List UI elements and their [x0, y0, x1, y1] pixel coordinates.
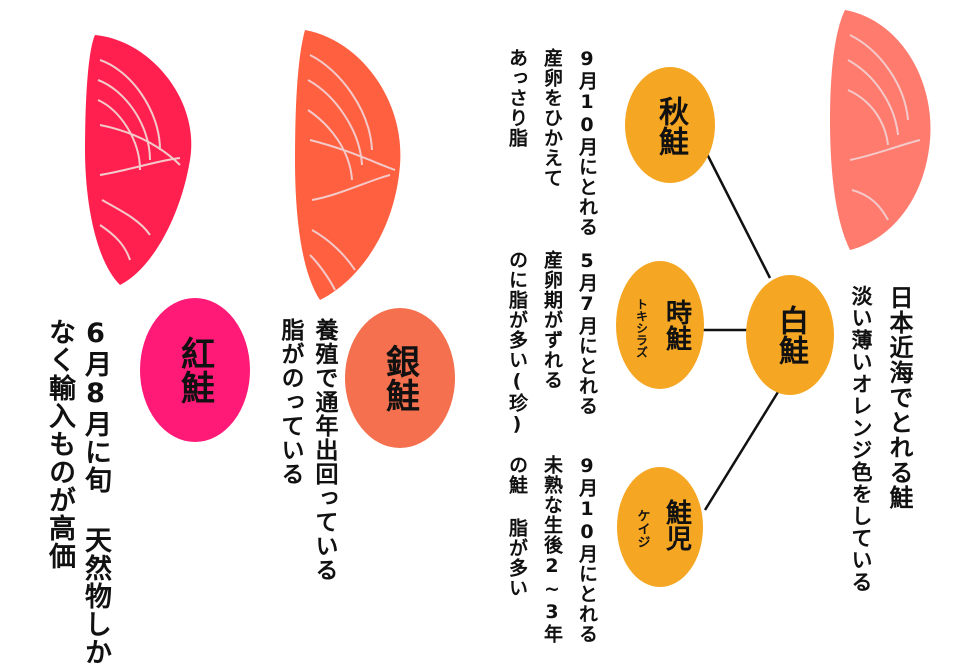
aki-desc-3: あっさり脂 — [506, 48, 528, 148]
aki-title: 秋鮭 — [653, 96, 688, 156]
toki-desc-3: のに脂が多い(珍) — [506, 250, 528, 436]
shiro-fillet — [830, 10, 931, 250]
shiro-desc-2: 淡い薄いオレンジ色をしている — [849, 285, 873, 593]
diagram-canvas — [85, 10, 931, 587]
salmon-fillet-icon — [830, 10, 931, 250]
line-shiro-keiji — [703, 391, 780, 511]
shiro-title: 白鮭 — [773, 305, 808, 365]
gin-title: 銀鮭 — [379, 344, 420, 412]
toki-desc-1: 5月7月にとれる — [576, 250, 598, 416]
toki-desc-2: 産卵期がずれる — [541, 250, 563, 390]
keiji-title: 鮭児 — [661, 499, 692, 551]
aki-desc-2: 産卵をひかえて — [541, 48, 563, 188]
beni-title: 紅鮭 — [174, 336, 215, 404]
shiro-desc-1: 日本近海でとれる鮭 — [885, 285, 913, 510]
beni-bubble — [140, 298, 250, 442]
keiji-desc-2: 未熟な生後2~3年 — [541, 455, 563, 644]
aki-bubble — [625, 67, 715, 183]
gin-desc-1: 養殖で通年出回っている — [311, 318, 337, 582]
toki-subtitle: トキシラズ — [634, 298, 649, 358]
toki-title: 時鮭 — [661, 299, 692, 351]
keiji-subtitle: ケイジ — [634, 508, 650, 548]
line-shiro-aki — [703, 149, 772, 279]
gin-bubble — [345, 308, 455, 448]
beni-desc-1: 6月8月に旬 天然物しか — [80, 318, 111, 666]
connector-lines — [695, 149, 780, 511]
beni-desc-2: なく輸入ものが高価 — [44, 318, 75, 570]
keiji-desc-3: の鮭 脂が多い — [506, 455, 528, 598]
toki-bubble — [616, 261, 704, 389]
beni-fillet — [85, 35, 192, 285]
keiji-bubble — [617, 467, 703, 587]
keiji-desc-1: 9月10月にとれる — [576, 455, 598, 644]
aki-desc-1: 9月10月にとれる — [576, 48, 598, 237]
salmon-fillet-icon — [295, 30, 401, 300]
shiro-bubble — [746, 275, 834, 395]
gin-desc-2: 脂がのっている — [277, 318, 303, 486]
gin-fillet — [295, 30, 401, 300]
salmon-fillet-icon — [85, 35, 192, 285]
